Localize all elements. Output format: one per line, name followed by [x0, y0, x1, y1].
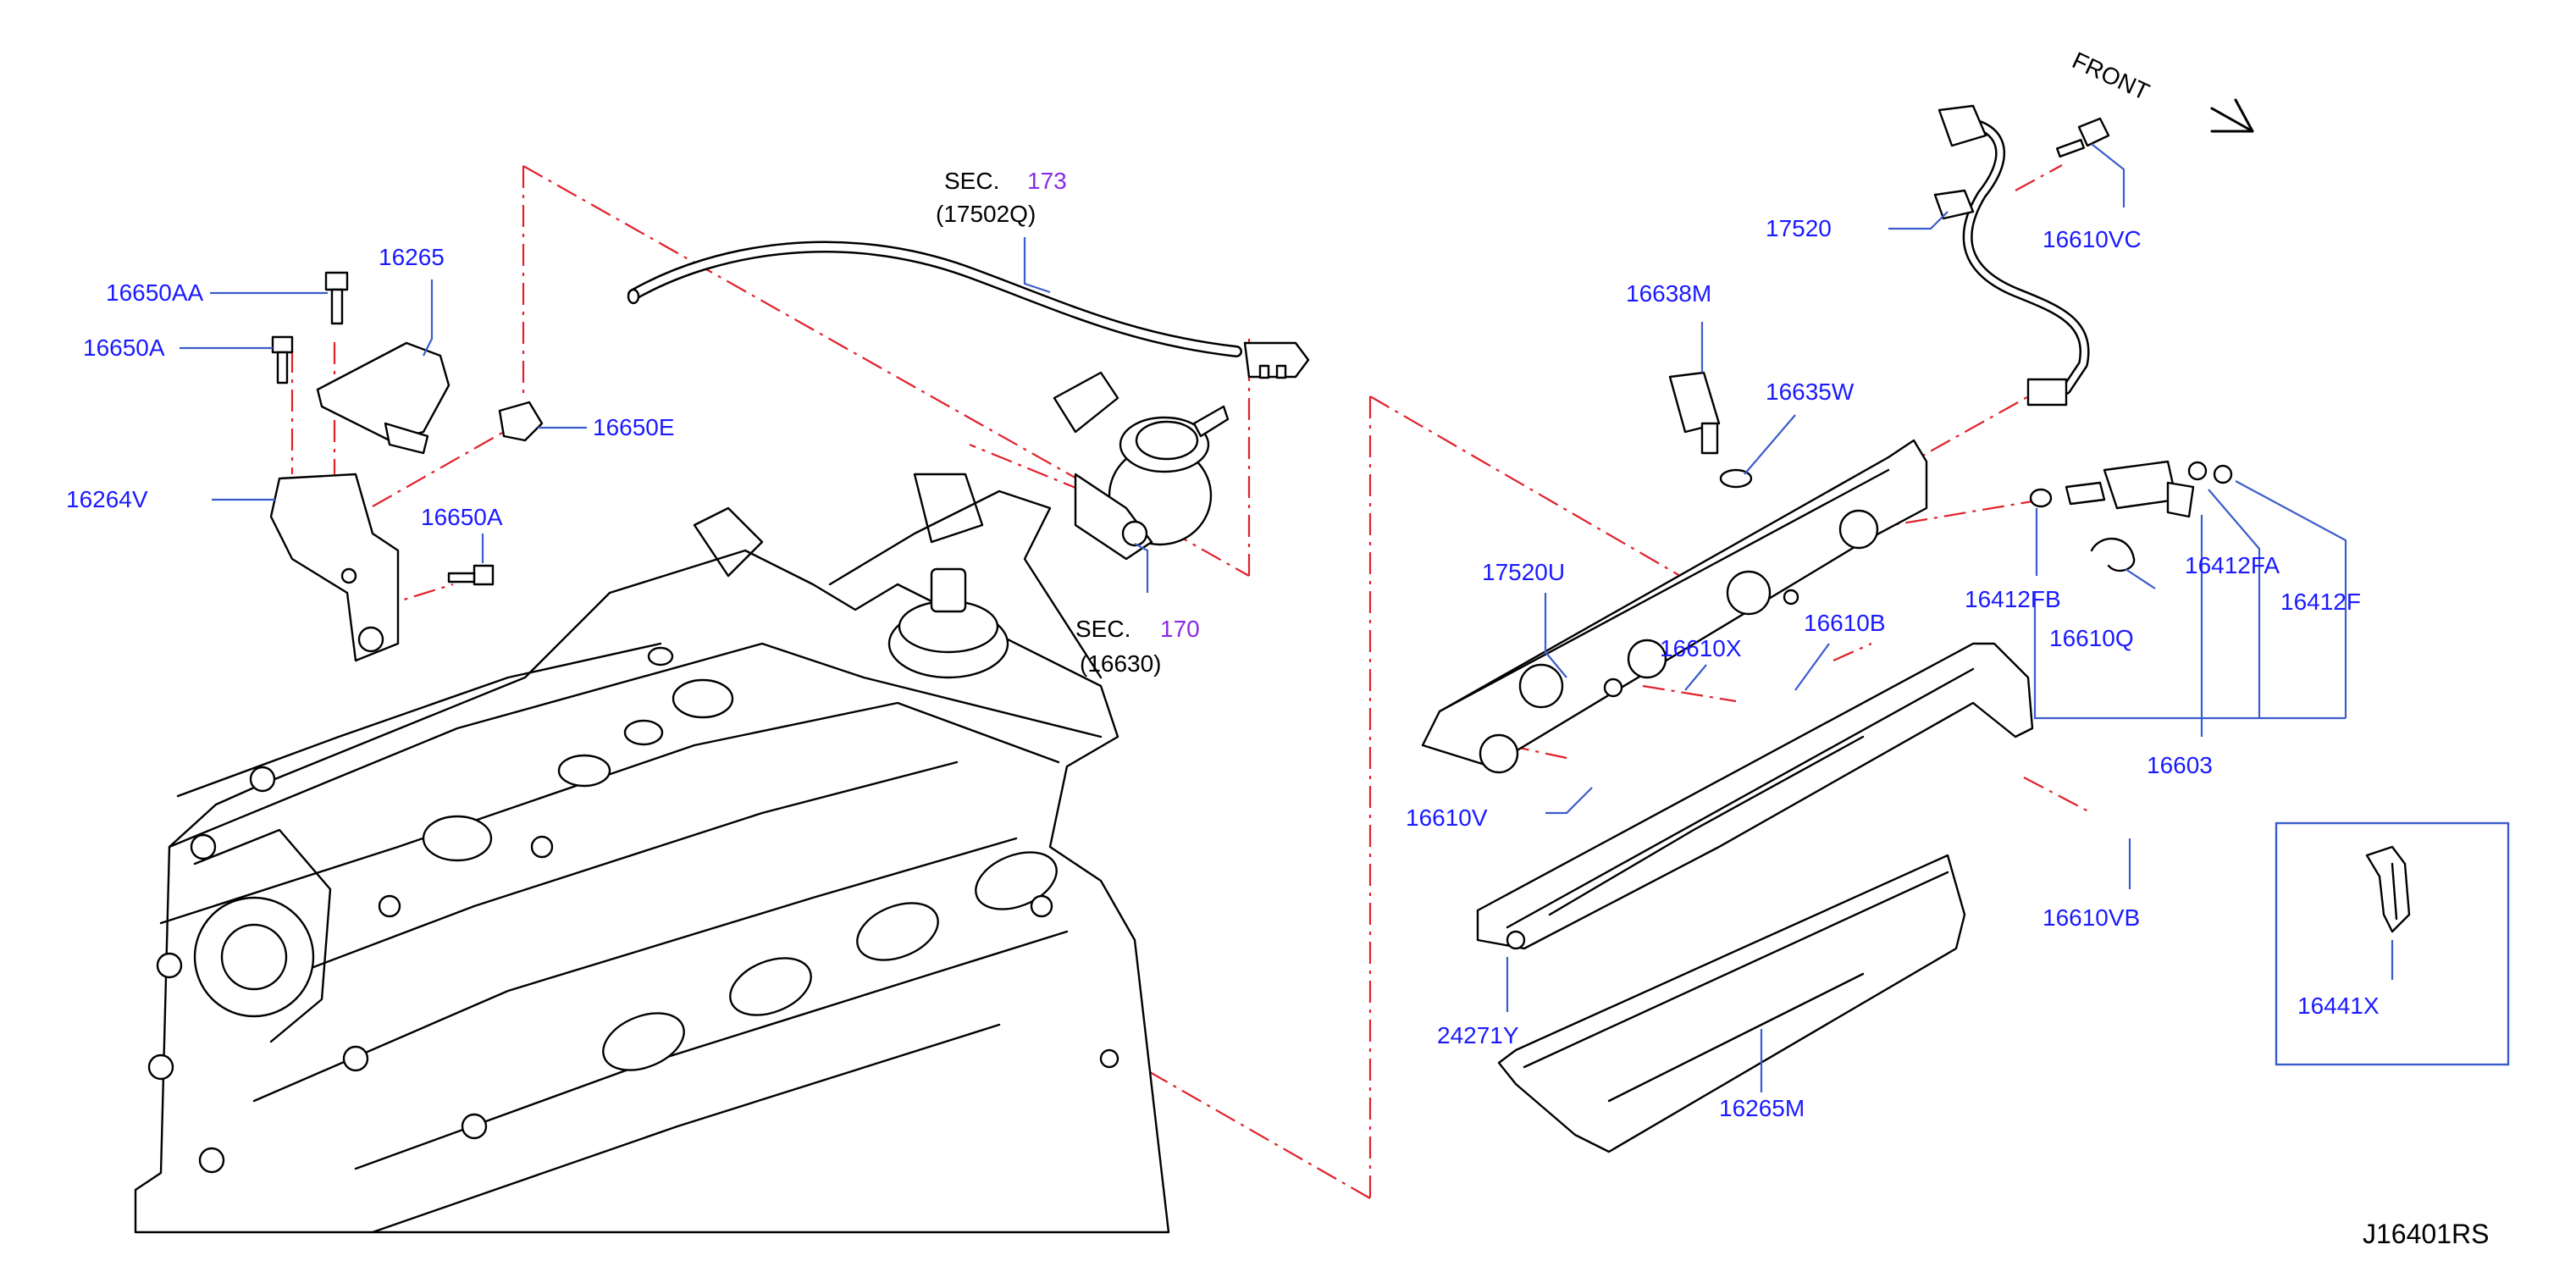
projection-lines	[290, 164, 2092, 1199]
label-16610VC: 16610VC	[2043, 226, 2142, 252]
label-16412FA: 16412FA	[2185, 552, 2280, 578]
label-16650A-top: 16650A	[83, 335, 165, 361]
sec173-prefix: SEC.	[944, 168, 999, 194]
fuel-rail-illustration	[1421, 371, 1928, 774]
sec170-number: 170	[1160, 616, 1200, 642]
label-16610Q: 16610Q	[2049, 625, 2134, 651]
engine-block-illustration	[134, 473, 1170, 1234]
label-16264V: 16264V	[66, 486, 148, 512]
label-16610X: 16610X	[1660, 635, 1742, 661]
label-16610B: 16610B	[1804, 610, 1886, 636]
front-arrow-icon	[2210, 98, 2254, 133]
label-16610V: 16610V	[1406, 805, 1488, 831]
detail-box	[2275, 821, 2510, 1066]
label-16610VB: 16610VB	[2043, 904, 2140, 931]
label-16265M: 16265M	[1719, 1095, 1805, 1121]
label-16650E: 16650E	[593, 414, 675, 440]
label-16441X: 16441X	[2297, 993, 2380, 1019]
label-16412FB: 16412FB	[1965, 586, 2061, 612]
fuel-pump-illustration	[1053, 371, 1230, 561]
label-16603: 16603	[2147, 752, 2213, 778]
label-16638M: 16638M	[1626, 280, 1711, 307]
sec173-number: 173	[1027, 168, 1067, 194]
label-24271Y: 24271Y	[1437, 1022, 1519, 1048]
label-16412F: 16412F	[2280, 589, 2361, 615]
label-16650A-mid: 16650A	[421, 504, 503, 530]
bracket-illustration	[269, 271, 544, 662]
leader-lines	[180, 143, 2394, 1092]
label-16265: 16265	[379, 244, 445, 270]
injector-illustration	[2029, 460, 2233, 572]
sec170-prefix: SEC.	[1075, 616, 1130, 642]
fuel-feed-tube	[627, 241, 1310, 379]
sec170-part: (16630)	[1080, 650, 1162, 677]
rail-cover-illustration	[1497, 854, 1966, 1153]
front-label: FRONT	[2068, 47, 2153, 105]
diagram-code: J16401RS	[2363, 1219, 2489, 1249]
heat-shield-illustration	[1476, 642, 2034, 950]
sec173-part: (17502Q)	[936, 201, 1036, 227]
label-17520U: 17520U	[1482, 559, 1565, 585]
label-16650AA: 16650AA	[106, 279, 204, 306]
harness-clip-illustration	[2365, 845, 2411, 933]
label-17520: 17520	[1766, 215, 1832, 241]
injection-tube-illustration	[1933, 104, 2110, 407]
label-16635W: 16635W	[1766, 379, 1855, 405]
